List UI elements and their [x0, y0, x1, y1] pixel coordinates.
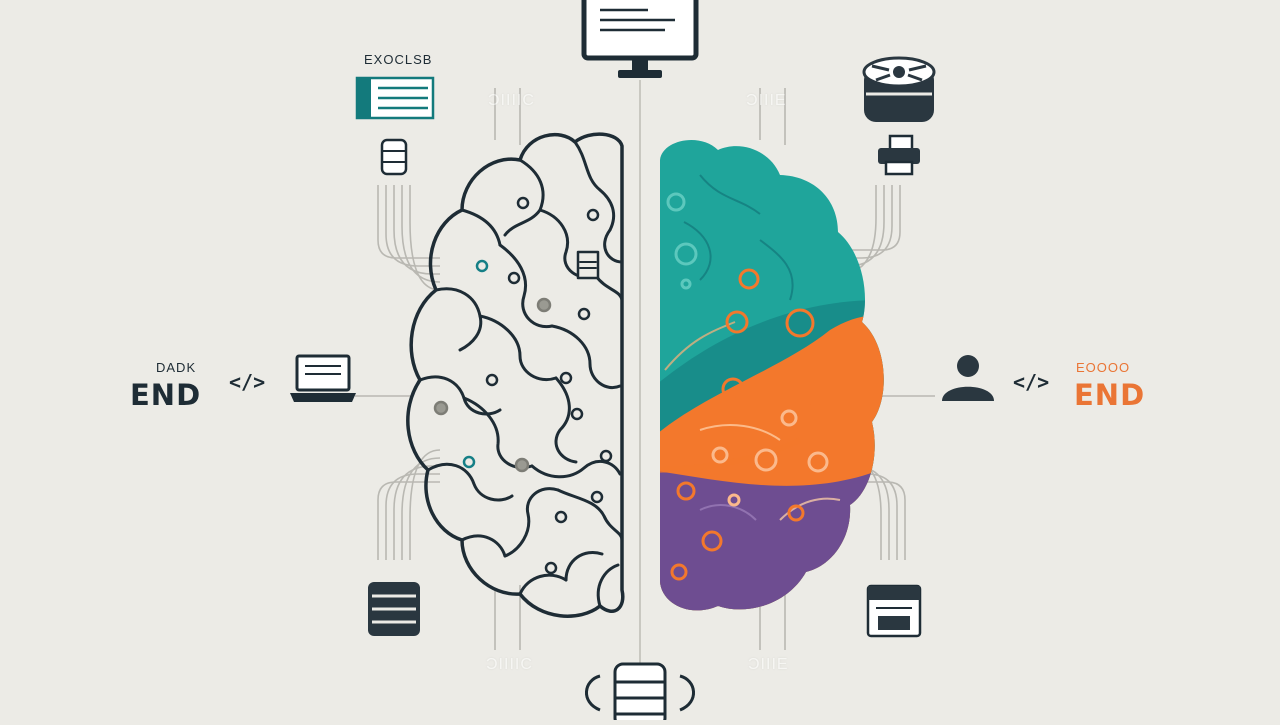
- faded-label-top-left: ƆIIIIC: [488, 92, 535, 109]
- document-icon: [355, 76, 435, 120]
- left-brain-outline: [406, 132, 625, 618]
- server-icon: [368, 582, 420, 636]
- frontend-title-bottom: END: [1074, 378, 1146, 412]
- document-icon-label: EXOCLSB: [364, 52, 433, 67]
- faded-label-bottom-left: ƆIIIIC: [486, 656, 533, 673]
- database-icon: [380, 138, 408, 176]
- user-icon: [942, 355, 994, 401]
- left-brain-nodes: [433, 196, 613, 575]
- frontend-title-top: ЕОООО: [1076, 360, 1131, 375]
- bottom-database-icon: [585, 662, 695, 725]
- faded-label-top-right: ƆIIIE: [746, 92, 787, 109]
- frontend-code-tag: </>: [1013, 370, 1050, 394]
- printer-icon: [878, 134, 920, 176]
- filing-icon: [866, 584, 922, 638]
- connector-lines-left: [355, 88, 521, 650]
- right-brain-colored: [660, 139, 884, 611]
- monitor-icon: [581, 0, 699, 78]
- cloud-drive-icon: [862, 56, 936, 122]
- backend-code-tag: </>: [229, 370, 266, 394]
- backend-title-top: DADK: [156, 360, 197, 375]
- laptop-icon: [290, 354, 356, 402]
- backend-title-bottom: END: [130, 378, 202, 412]
- faded-label-bottom-right: ƆIIIE: [748, 656, 789, 673]
